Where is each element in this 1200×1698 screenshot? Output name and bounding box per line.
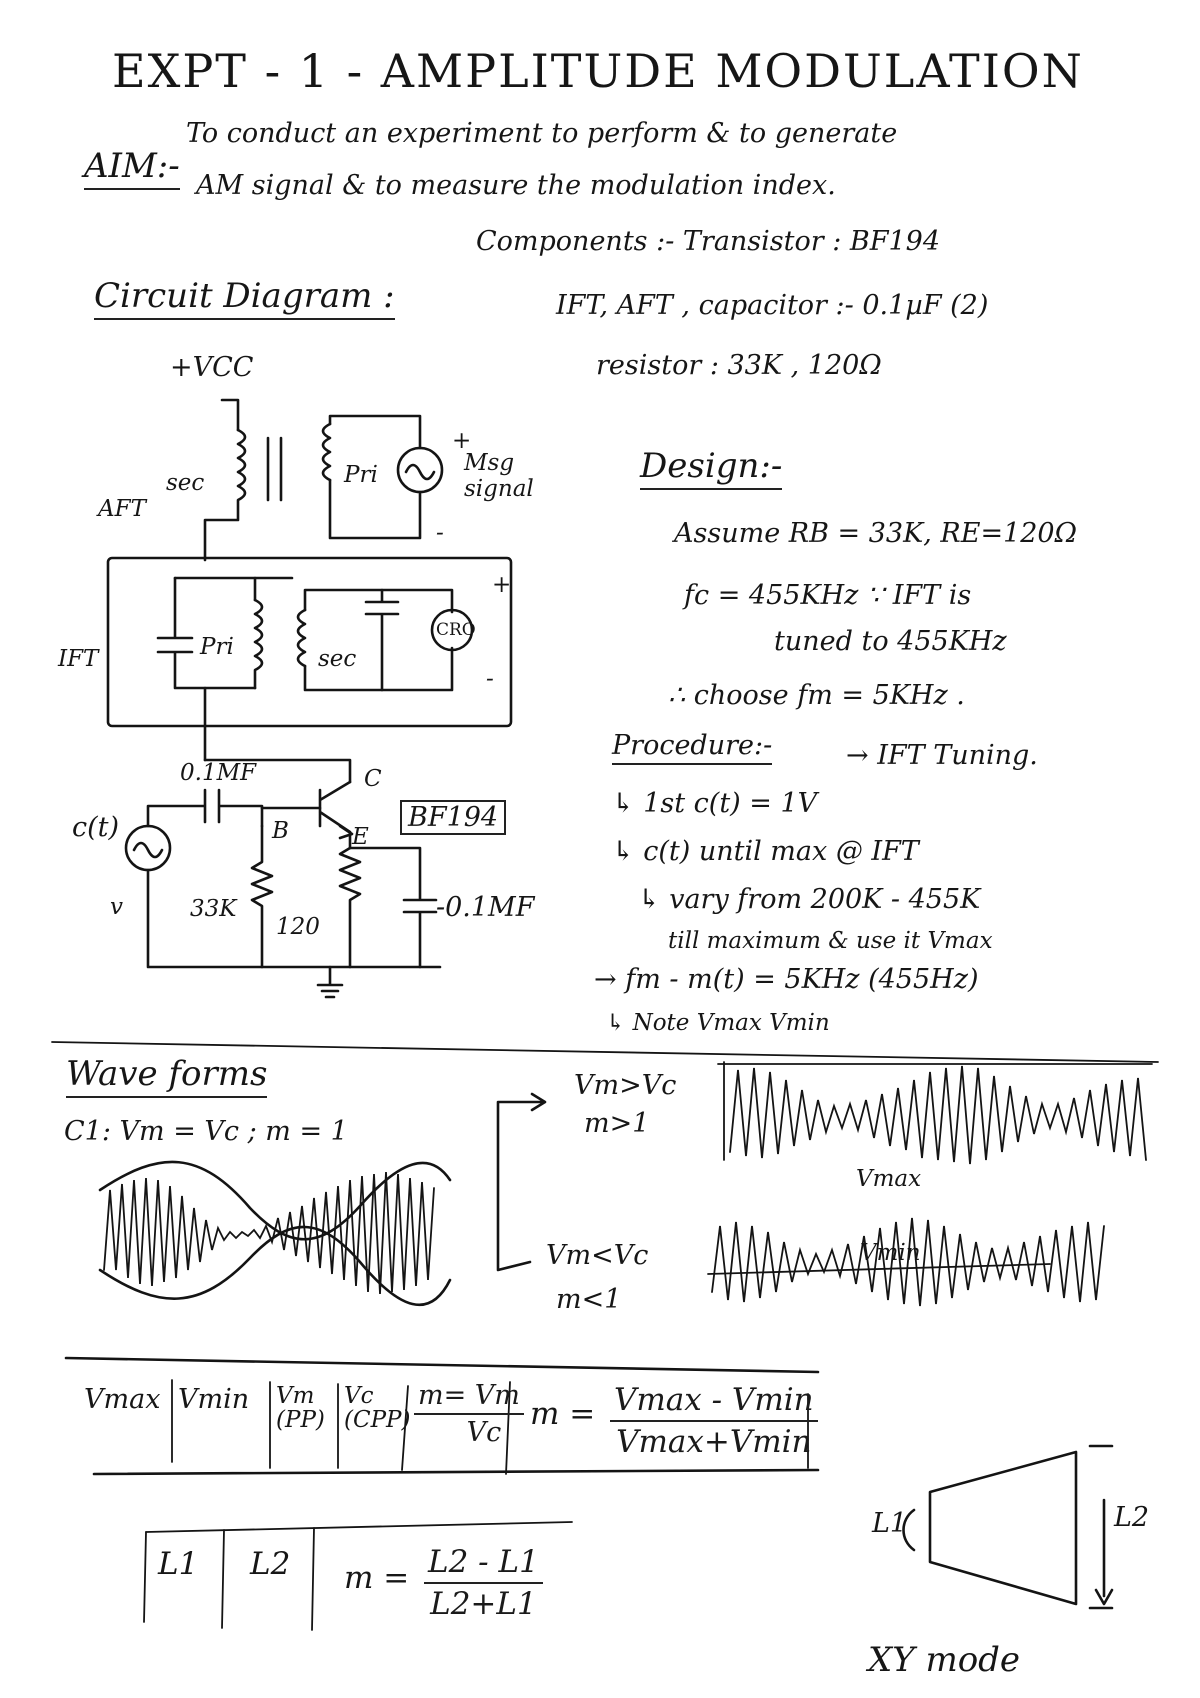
table1-m-ratio-den: Vc <box>466 1417 502 1448</box>
vcc-label: +VCC <box>170 352 254 383</box>
waveforms <box>98 1061 1153 1307</box>
table1-header-vmax: Vmax <box>84 1384 161 1415</box>
cro-label: CRO <box>436 620 476 640</box>
xy-l1-label: L1 <box>872 1508 908 1539</box>
transistor-label: BF194 <box>400 800 507 835</box>
circuit-heading: Circuit Diagram : <box>94 276 395 320</box>
aim-label: AIM:- <box>84 146 180 190</box>
waveform-case-3a: Vm<Vc <box>546 1240 649 1271</box>
xy-caption: XY mode <box>868 1640 1021 1680</box>
table1-header-vm: Vm (PP) <box>276 1383 325 1433</box>
am-wave-overmod <box>729 1065 1147 1165</box>
ift-enclosure <box>106 556 513 728</box>
page-title: EXPT - 1 - AMPLITUDE MODULATION <box>112 44 1084 98</box>
table2-header-l2: L2 <box>250 1546 291 1582</box>
design-heading: Design:- <box>640 446 783 490</box>
procedure-step-6: ↳ Note Vmax Vmin <box>606 1010 830 1036</box>
cro-plus: + <box>492 572 512 598</box>
pin-e-label: E <box>352 824 369 850</box>
aim-text-1: To conduct an experiment to perform & to… <box>186 118 898 149</box>
procedure-step-3: ↳ vary from 200K - 455K <box>638 884 981 915</box>
xy-l2-label: L2 <box>1114 1502 1150 1533</box>
table2-formula-num: L2 - L1 <box>424 1544 543 1584</box>
vmax-label: Vmax <box>856 1166 922 1192</box>
table1-m-ratio: m= Vm Vc <box>414 1380 524 1448</box>
waveform-case-2a: Vm>Vc <box>574 1070 677 1101</box>
table2-formula-lhs: m = <box>344 1560 410 1596</box>
am-wave-undermod <box>711 1217 1105 1307</box>
circuit-diagram <box>106 398 513 999</box>
transistor-body <box>318 780 352 834</box>
ift-sec-label: sec <box>318 646 357 672</box>
cap1-label: 0.1MF <box>180 760 257 786</box>
pin-c-label: C <box>364 766 382 792</box>
vmin-label: Vmin <box>860 1240 921 1266</box>
design-line-2: fc = 455KHz ∵ IFT is <box>684 580 972 611</box>
aft-label: AFT <box>98 496 146 522</box>
aft-secondary-coil <box>203 428 247 562</box>
msg-minus: - <box>436 520 444 546</box>
msg-plus: + <box>452 428 472 454</box>
procedure-step-5: → fm - m(t) = 5KHz (455Hz) <box>594 964 979 995</box>
table1-header-vc: Vc (CPP) <box>344 1383 411 1433</box>
design-line-1: Assume RB = 33K, RE=120Ω <box>674 518 1077 549</box>
table1-header-vmin: Vmin <box>178 1384 250 1415</box>
aft-primary-coil <box>321 422 332 482</box>
pin-b-label: B <box>272 818 289 844</box>
aft-pri-label: Pri <box>344 462 378 488</box>
table-1-lines <box>64 1356 820 1476</box>
ift-secondary-coil <box>296 608 307 668</box>
ift-label: IFT <box>58 646 99 672</box>
procedure-step-1: ↳ 1st c(t) = 1V <box>612 788 818 819</box>
table2-formula-den: L2+L1 <box>430 1586 537 1622</box>
aim-text-2: AM signal & to measure the modulation in… <box>196 170 836 201</box>
am-wave-m1 <box>103 1171 435 1295</box>
table1-formula-den: Vmax+Vmin <box>616 1424 812 1460</box>
transformer-core <box>266 436 283 502</box>
procedure-step-2: ↳ c(t) until max @ IFT <box>612 836 919 867</box>
resistor-33k <box>250 824 274 969</box>
cro-display <box>430 608 474 652</box>
components-line-2: IFT, AFT , capacitor :- 0.1µF (2) <box>556 290 989 321</box>
ift-pri-label: Pri <box>200 634 234 660</box>
msg-signal-source <box>396 446 444 494</box>
aft-sec-label: sec <box>166 470 205 496</box>
xy-trapezoid <box>902 1444 1114 1610</box>
components-line-3: resistor : 33K , 120Ω <box>596 350 882 381</box>
table1-formula-num: Vmax - Vmin <box>610 1382 818 1422</box>
ift-primary-coil <box>253 598 264 690</box>
cap2-label: -0.1MF <box>436 892 535 923</box>
section-divider <box>51 1041 1159 1063</box>
r2-label: 120 <box>276 914 320 940</box>
design-line-4: ∴ choose fm = 5KHz . <box>668 680 965 711</box>
table1-formula-lhs: m = <box>530 1396 596 1432</box>
table1-m-ratio-num: m= Vm <box>414 1380 524 1415</box>
waveform-case-1: C1: Vm = Vc ; m = 1 <box>64 1116 348 1147</box>
components-line-1: Components :- Transistor : BF194 <box>476 226 941 257</box>
msg-signal-label: Msg signal <box>464 450 534 502</box>
design-line-3: tuned to 455KHz <box>774 626 1007 657</box>
table-2-lines <box>143 1521 573 1631</box>
table1-formula: Vmax - Vmin Vmax+Vmin <box>610 1382 818 1460</box>
cro-minus: - <box>486 666 494 692</box>
procedure-heading: Procedure:- <box>612 730 773 765</box>
table2-formula: L2 - L1 L2+L1 <box>424 1544 543 1622</box>
procedure-tag: → IFT Tuning. <box>846 740 1038 771</box>
source-label: c(t) <box>72 812 120 843</box>
r1-label: 33K <box>190 896 237 922</box>
ground-symbol <box>316 965 344 999</box>
table2-header-l1: L1 <box>158 1546 199 1582</box>
resistor-120 <box>338 846 362 969</box>
procedure-step-4: till maximum & use it Vmax <box>668 928 993 954</box>
source-v-label: v <box>110 894 123 920</box>
waveform-case-2b: m>1 <box>584 1108 650 1139</box>
waveform-case-3b: m<1 <box>556 1284 622 1315</box>
waveforms-heading: Wave forms <box>66 1054 268 1098</box>
